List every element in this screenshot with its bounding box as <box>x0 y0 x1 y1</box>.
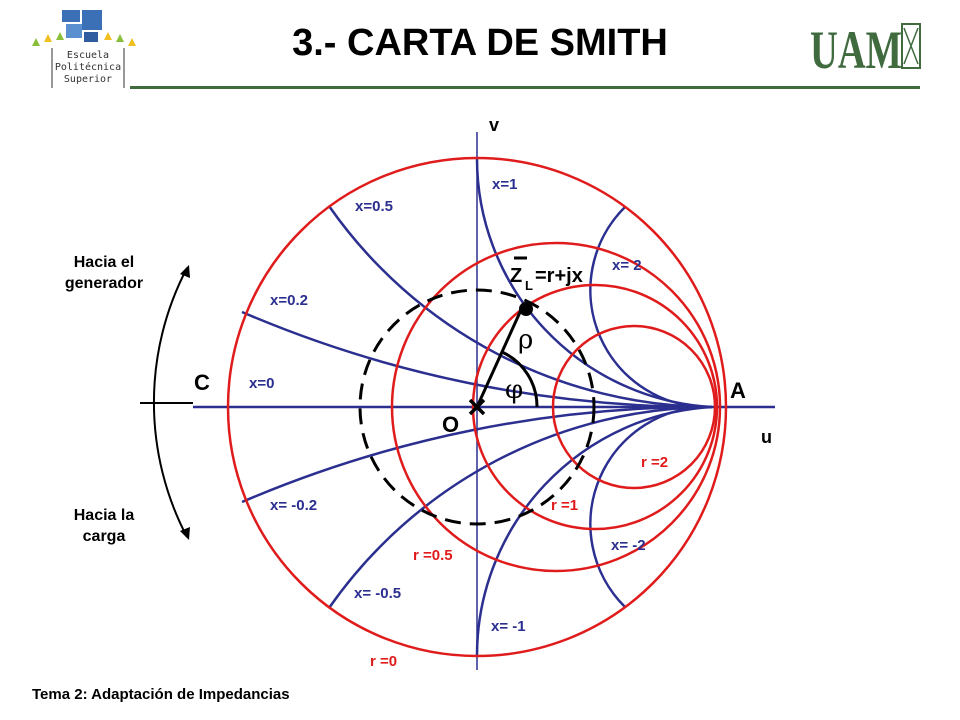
label-x-m2: x= -2 <box>611 537 646 554</box>
toward-generator-line1: Hacia el <box>74 254 134 271</box>
rho-symbol: ρ <box>518 325 533 355</box>
zl-label-z: Z <box>510 265 522 287</box>
circle-r-05 <box>390 241 722 573</box>
label-r-0: r =0 <box>370 653 397 670</box>
label-r-1: r =1 <box>551 497 578 514</box>
circle-r-1 <box>471 283 719 531</box>
point-a-label: A <box>730 378 746 403</box>
toward-generator-line2: generador <box>65 275 143 292</box>
circle-r-0 <box>226 156 728 658</box>
smith-chart: v u C A O Hacia el generador Hacia la ca… <box>65 115 775 670</box>
page-title: 3.- CARTA DE SMITH <box>292 22 668 64</box>
arrow-up-head <box>180 265 190 278</box>
label-r-2: r =2 <box>641 454 668 471</box>
zl-label-rest: =r+jx <box>535 265 583 287</box>
arc-x-2 <box>589 206 713 409</box>
origin-cross <box>468 398 486 416</box>
arrow-down-head <box>180 527 190 540</box>
v-axis-label: v <box>489 115 499 135</box>
arc-x-m1 <box>475 405 713 658</box>
label-x-05: x=0.5 <box>355 198 393 215</box>
u-axis-label: u <box>761 427 772 447</box>
label-x-m05: x= -0.5 <box>354 585 401 602</box>
eps-logo: Escuela Politécnica Superior <box>32 10 136 88</box>
arc-x-m05 <box>327 405 713 609</box>
label-x-1: x=1 <box>492 176 517 193</box>
uam-logo: UAM <box>810 20 921 76</box>
label-x-m1: x= -1 <box>491 618 526 635</box>
eps-logo-line2: Politécnica <box>55 61 121 73</box>
label-x-02: x=0.2 <box>270 292 308 309</box>
arc-x-1 <box>475 156 713 409</box>
header-rule <box>130 86 920 89</box>
toward-load-line1: Hacia la <box>74 507 135 524</box>
swr-circle <box>358 288 596 526</box>
label-x-2: x= 2 <box>612 257 642 274</box>
toward-load-line2: carga <box>83 528 126 545</box>
eps-logo-line1: Escuela <box>67 50 109 61</box>
arc-x-02 <box>241 310 713 409</box>
resistance-circles <box>226 156 728 658</box>
arc-x-m02 <box>241 405 713 504</box>
label-r-05: r =0.5 <box>413 547 453 564</box>
circle-r-2 <box>551 324 717 490</box>
origin-label: O <box>442 412 459 437</box>
reactance-arcs <box>241 156 713 658</box>
arc-x-m2 <box>589 405 713 608</box>
footer-text: Tema 2: Adaptación de Impedancias <box>32 686 290 703</box>
rho-vector <box>475 309 523 408</box>
label-x-0: x=0 <box>249 375 274 392</box>
phi-arc <box>501 350 539 408</box>
zl-label-sub: L <box>525 278 533 293</box>
point-c-label: C <box>194 370 210 395</box>
phi-symbol: φ <box>505 375 523 405</box>
arc-x-05 <box>327 205 713 409</box>
header: Escuela Politécnica Superior 3.- CARTA D… <box>0 0 960 92</box>
uam-logo-text: UAM <box>810 20 902 76</box>
label-x-m02: x= -0.2 <box>270 497 317 514</box>
load-point <box>519 302 533 316</box>
eps-logo-line3: Superior <box>64 74 112 85</box>
